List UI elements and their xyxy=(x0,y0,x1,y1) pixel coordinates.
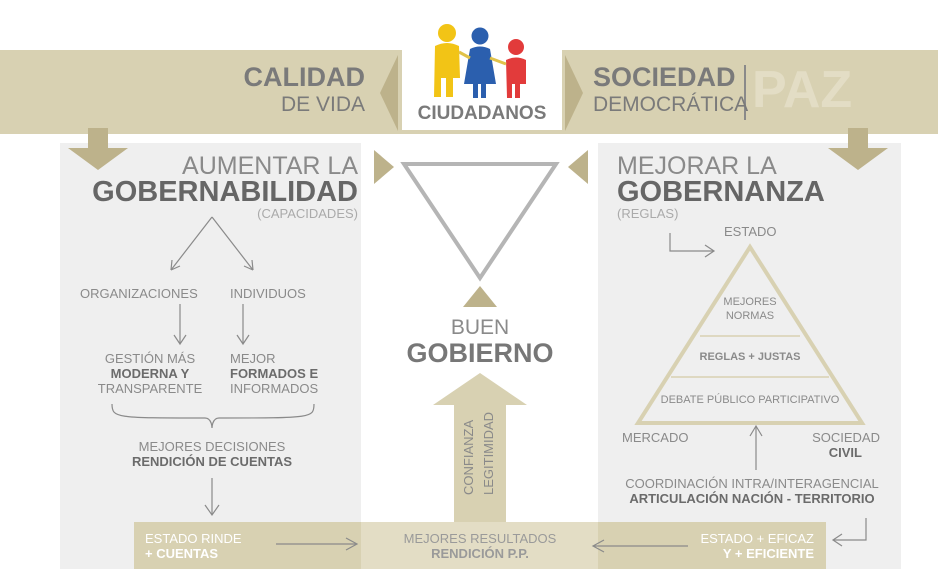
mejor-line3: INFORMADOS xyxy=(230,381,319,396)
paz-label: PAZ xyxy=(752,61,853,119)
left-title-bold: GOBERNABILIDAD xyxy=(92,176,358,208)
left-title-light: AUMENTAR LA xyxy=(182,152,358,180)
mejor-line1: MEJOR xyxy=(230,351,276,366)
legitimidad-label: LEGITIMIDAD xyxy=(481,411,496,495)
mercado-label: MERCADO xyxy=(622,430,689,445)
estado-rinde-line1: ESTADO RINDE xyxy=(145,531,242,546)
people-family-icon xyxy=(434,24,526,98)
gobierno-label: GOBIERNO xyxy=(406,338,554,368)
pyramid-bottom: DEBATE PÚBLICO PARTICIPATIVO xyxy=(660,394,840,406)
right-subtitle: (REGLAS) xyxy=(617,206,679,221)
confidence-arrow xyxy=(433,373,527,522)
pyramid-top-line1: MEJORES xyxy=(723,296,777,308)
down-arrow-right-icon xyxy=(828,128,888,170)
decisiones-line1: MEJORES DECISIONES xyxy=(138,439,286,454)
decisiones-line2: RENDICIÓN DE CUENTAS xyxy=(131,454,293,469)
gestion-line3: TRANSPARENTE xyxy=(97,381,203,396)
inverted-triangle xyxy=(400,162,560,282)
small-triangle-right-icon xyxy=(568,150,588,184)
right-title-bold: GOBERNANZA xyxy=(617,176,825,208)
resultados-line2: RENDICIÓN P.P. xyxy=(431,546,529,561)
left-subtitle: (CAPACIDADES) xyxy=(257,206,358,221)
down-arrow-left-icon xyxy=(68,128,128,170)
sociedad-label: SOCIEDAD xyxy=(593,62,736,92)
democratica-label: DEMOCRÁTICA xyxy=(593,93,749,116)
buen-label: BUEN xyxy=(450,316,510,339)
rules-pyramid xyxy=(634,243,866,425)
mejor-line2: FORMADOS E xyxy=(230,366,319,381)
sociedad-civil-line2: CIVIL xyxy=(828,445,862,460)
coordinacion-line1: COORDINACIÓN INTRA/INTERAGENCIAL xyxy=(625,476,879,491)
right-chevron-icon xyxy=(565,55,583,131)
calidad-label: CALIDAD xyxy=(243,62,366,92)
organizaciones-label: ORGANIZACIONES xyxy=(80,286,198,301)
confianza-label: CONFIANZA xyxy=(461,419,476,495)
estado-eficaz-line2: Y + EFICIENTE xyxy=(722,546,814,561)
small-triangle-left-icon xyxy=(374,150,394,184)
estado-rinde-line2: + CUENTAS xyxy=(145,546,219,561)
pyramid-top-line2: NORMAS xyxy=(725,310,775,322)
resultados-line1: MEJORES RESULTADOS xyxy=(403,531,557,546)
sociedad-civil-line1: SOCIEDAD xyxy=(812,430,880,445)
pyramid-mid: REGLAS + JUSTAS xyxy=(699,351,801,363)
ciudadanos-label: CIUDADANOS xyxy=(417,103,547,124)
bottom-band-light xyxy=(361,522,598,569)
gestion-line1: GESTIÓN MÁS xyxy=(104,351,196,366)
right-panel xyxy=(598,143,901,569)
left-panel xyxy=(60,143,361,569)
coordinacion-line2: ARTICULACIÓN NACIÓN - TERRITORIO xyxy=(629,491,875,506)
de-vida-label: DE VIDA xyxy=(280,93,365,116)
left-connectors xyxy=(111,216,867,553)
up-triangle-icon xyxy=(463,286,497,307)
left-chevron-icon xyxy=(380,55,398,131)
gestion-line2: MODERNA Y xyxy=(110,366,190,381)
right-title-light: MEJORAR LA xyxy=(617,152,777,180)
individuos-label: INDIVIDUOS xyxy=(230,286,306,301)
estado-eficaz-line1: ESTADO + EFICAZ xyxy=(700,531,814,546)
estado-label: ESTADO xyxy=(724,224,777,239)
